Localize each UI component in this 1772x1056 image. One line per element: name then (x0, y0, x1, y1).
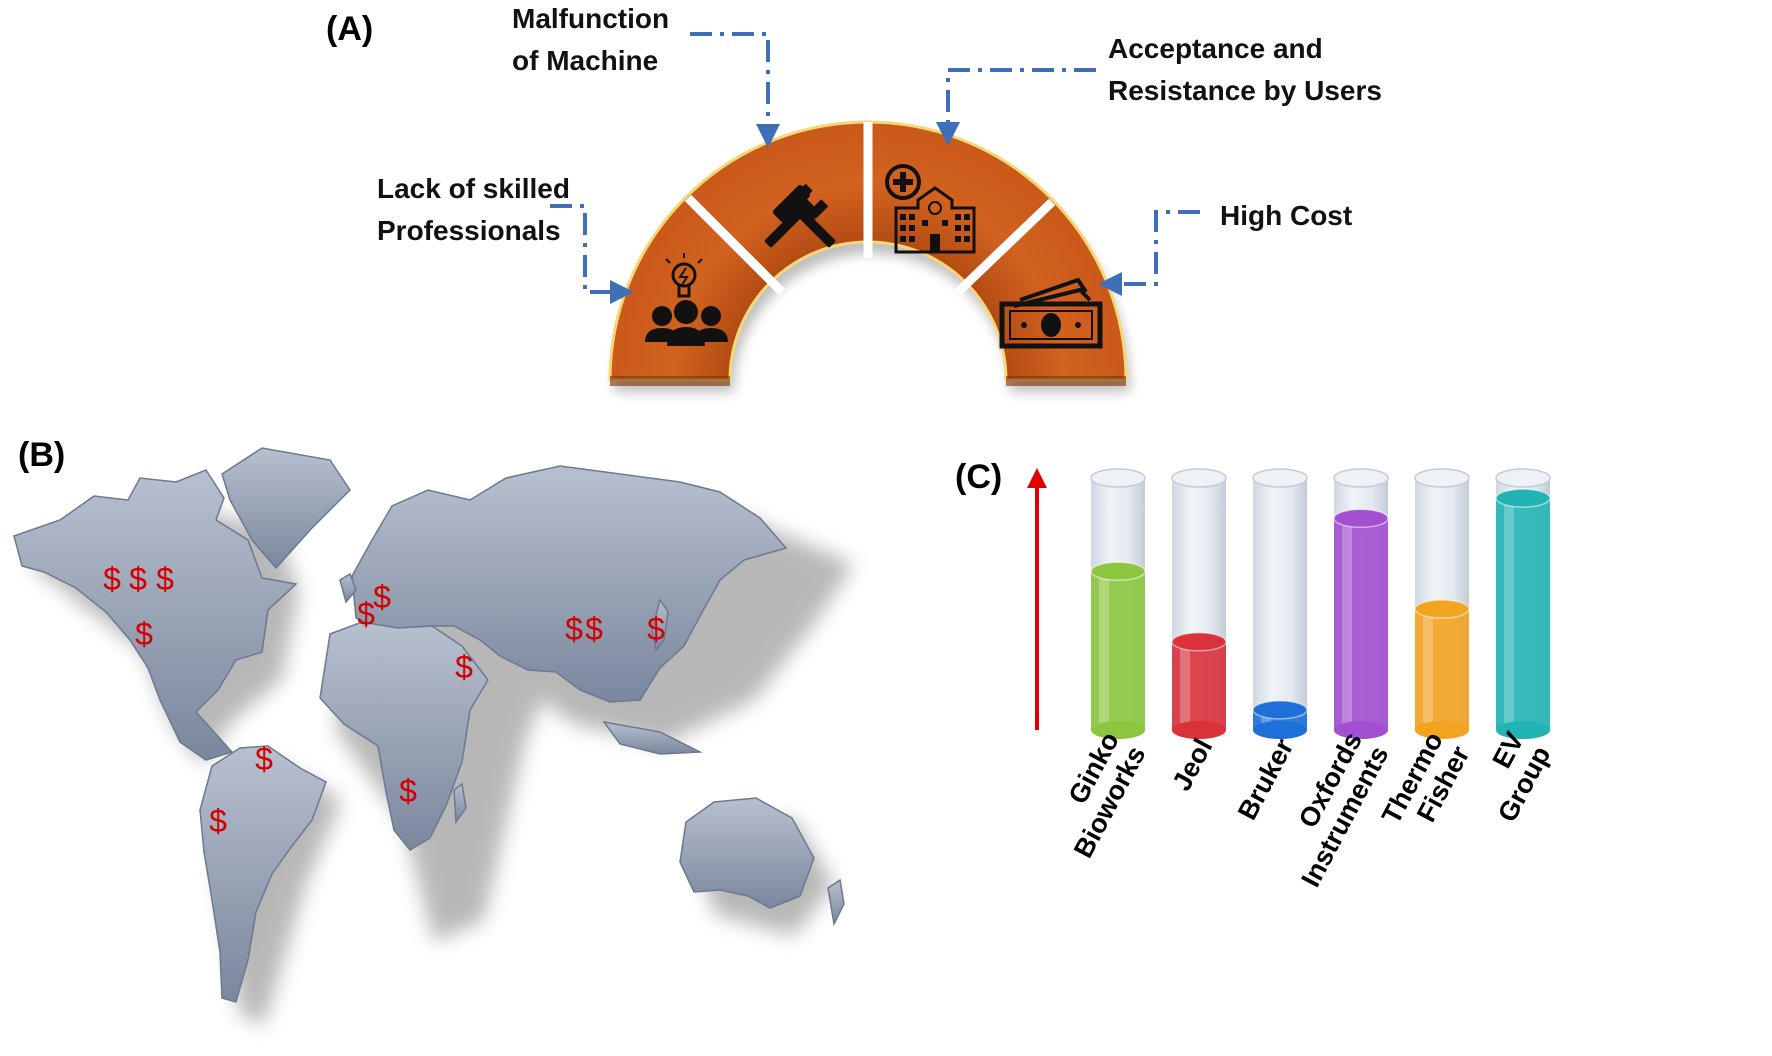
cylinder-fill (1415, 609, 1469, 730)
connector-lack-skilled (550, 204, 634, 304)
panel-label-b: (B) (18, 436, 66, 474)
category-label: Bruker (1232, 733, 1300, 824)
map-marker-dollar: $ (647, 611, 665, 647)
cylinder-top (1090, 468, 1146, 488)
team-idea-icon (645, 253, 728, 346)
callout-high-cost-line1: High Cost (1220, 200, 1353, 231)
callout-acceptance: Acceptance and Resistance by Users (1108, 28, 1382, 112)
map-marker-dollar: $ (357, 596, 375, 632)
map-marker-dollar: $ (129, 561, 147, 597)
callout-lack-skilled-line2: Professionals (377, 215, 561, 246)
cylinder-4 (1414, 468, 1470, 739)
category-label: ThermoFisher (1376, 727, 1476, 843)
cylinder-top (1252, 468, 1308, 488)
map-marker-dollar: $ (399, 773, 417, 809)
cylinder-glass (1253, 478, 1307, 730)
map-marker-dollar: $ (156, 561, 174, 597)
callout-acceptance-line1: Acceptance and (1108, 33, 1323, 64)
category-label: GinkoBioworks (1041, 727, 1151, 862)
hospital-icon (885, 164, 976, 254)
cylinder-highlight (1099, 571, 1109, 730)
category-label: EVGroup (1465, 727, 1556, 827)
cylinder-top (1495, 468, 1551, 488)
cylinder-highlight (1261, 709, 1271, 730)
map-marker-dollar: $ (455, 649, 473, 685)
connector-malfunction (690, 32, 780, 148)
panel-label-c: (C) (955, 458, 1003, 496)
cylinder-highlight (1180, 641, 1190, 730)
cylinder-top (1333, 468, 1389, 488)
hammer-wrench-icon (764, 183, 836, 248)
cylinder-highlight (1342, 518, 1352, 730)
callout-acceptance-line2: Resistance by Users (1108, 75, 1382, 106)
map-markers: $$$$$$$$$$$$$ (103, 561, 665, 839)
cylinder-fill-top (1414, 599, 1470, 619)
category-label: Jeol (1166, 734, 1218, 796)
madagascar-shape (453, 782, 467, 825)
north-america-shape (13, 469, 298, 761)
panel-label-a: (A) (326, 10, 374, 48)
arc-separator-3 (954, 198, 1056, 296)
callout-lack-skilled-line1: Lack of skilled (377, 173, 570, 204)
japan-shape (651, 598, 669, 652)
cylinder-fill (1091, 571, 1145, 730)
callout-lack-skilled: Lack of skilled Professionals (377, 168, 570, 252)
map-marker-dollar: $ (135, 616, 153, 652)
cylinder-fill (1172, 641, 1226, 730)
category-label-line: Bruker (1232, 733, 1300, 824)
cylinder-top (1414, 468, 1470, 488)
map-marker-dollar: $ (565, 611, 583, 647)
cylinder-5 (1495, 468, 1551, 739)
callout-malfunction: Malfunction of Machine (512, 0, 669, 82)
cylinder-fill-base (1172, 721, 1226, 739)
category-label-line: Jeol (1166, 734, 1218, 796)
new-zealand-shape (827, 878, 845, 927)
callout-malfunction-line2: of Machine (512, 45, 659, 76)
australia-shape (679, 797, 815, 909)
cylinder-fill (1334, 518, 1388, 730)
cylinder-fill-top (1171, 632, 1227, 652)
callout-malfunction-line1: Malfunction (512, 3, 670, 34)
arc-bevel-right (1006, 376, 1126, 386)
cylinder-2 (1252, 468, 1308, 739)
callout-high-cost: High Cost (1220, 195, 1352, 237)
cylinder-fill-top (1333, 508, 1389, 529)
cylinder-0 (1090, 468, 1146, 739)
money-icon (999, 277, 1103, 349)
uk-shape (339, 572, 357, 604)
cylinder-fill-top (1090, 561, 1146, 581)
cylinder-1 (1171, 468, 1227, 739)
cylinder-highlight (1504, 498, 1514, 730)
south-america-shape (199, 745, 327, 1003)
cylinder-top (1171, 468, 1227, 488)
greenland-shape (221, 447, 351, 570)
cylinder-fill-top (1252, 700, 1308, 720)
arc-separator-1 (684, 194, 786, 296)
map-marker-dollar: $ (209, 803, 227, 839)
cylinder-3 (1333, 468, 1389, 739)
map-marker-dollar: $ (103, 561, 121, 597)
cylinder-fill-base (1496, 721, 1550, 739)
europe-asia-shape (351, 465, 788, 703)
connector-high-cost (1098, 210, 1200, 296)
cylinder-fill-top (1495, 488, 1551, 508)
cylinder-fill-base (1253, 721, 1307, 739)
cylinder-fill (1496, 498, 1550, 730)
arc-bevel-left (610, 376, 730, 386)
arc-band (608, 120, 1128, 382)
cylinder-fill-base (1334, 721, 1388, 739)
map-marker-dollar: $ (585, 611, 603, 647)
cylinder-highlight (1423, 609, 1433, 730)
africa-shape (319, 621, 489, 851)
indonesia-shape (602, 720, 703, 755)
connector-acceptance (936, 68, 1096, 146)
map-marker-dollar: $ (373, 579, 391, 615)
cylinder-fill-base (1091, 721, 1145, 739)
map-marker-dollar: $ (255, 741, 273, 777)
cylinder-fill-base (1415, 721, 1469, 739)
